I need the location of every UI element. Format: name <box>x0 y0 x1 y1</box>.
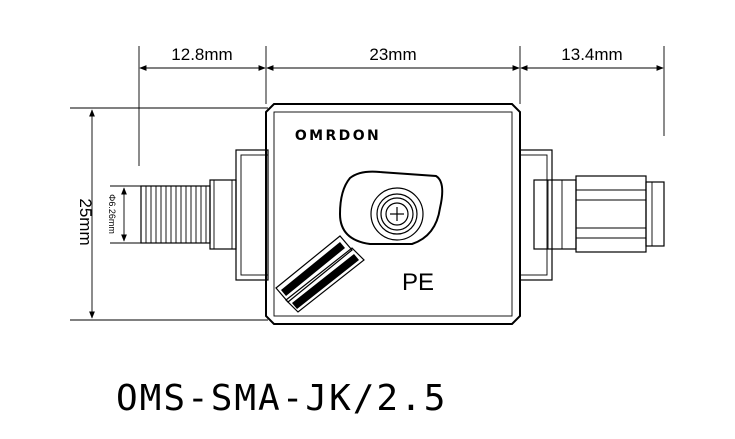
main-body: OMRDON PE <box>265 103 521 325</box>
dimension-body-label: 23mm <box>369 45 416 64</box>
ground-wire <box>275 235 365 313</box>
dimension-right-label: 13.4mm <box>561 45 622 64</box>
dimension-left-label: 12.8mm <box>171 45 232 64</box>
ground-terminal <box>338 170 444 245</box>
brand-logo: OMRDON <box>295 128 381 144</box>
model-number: OMS-SMA-JK/2.5 <box>116 378 447 419</box>
dimension-diameter-label: Φ6.26mm <box>107 194 117 234</box>
ground-label: PE <box>402 269 434 296</box>
coupling-nut <box>575 175 647 253</box>
screw-terminal-icon <box>385 202 409 226</box>
dimension-height-label: 25mm <box>76 198 95 245</box>
height-dimension: 25mm <box>70 107 268 321</box>
body-outline <box>265 103 521 325</box>
connector-tip <box>645 181 665 247</box>
right-collar <box>533 179 577 250</box>
left-sma-connector: Φ6.26mm <box>107 149 269 281</box>
thread-lines <box>145 186 207 243</box>
right-sma-connector <box>519 149 665 281</box>
top-dimensions: 12.8mm 23mm 13.4mm <box>138 45 665 166</box>
terminal-lug <box>338 170 444 245</box>
